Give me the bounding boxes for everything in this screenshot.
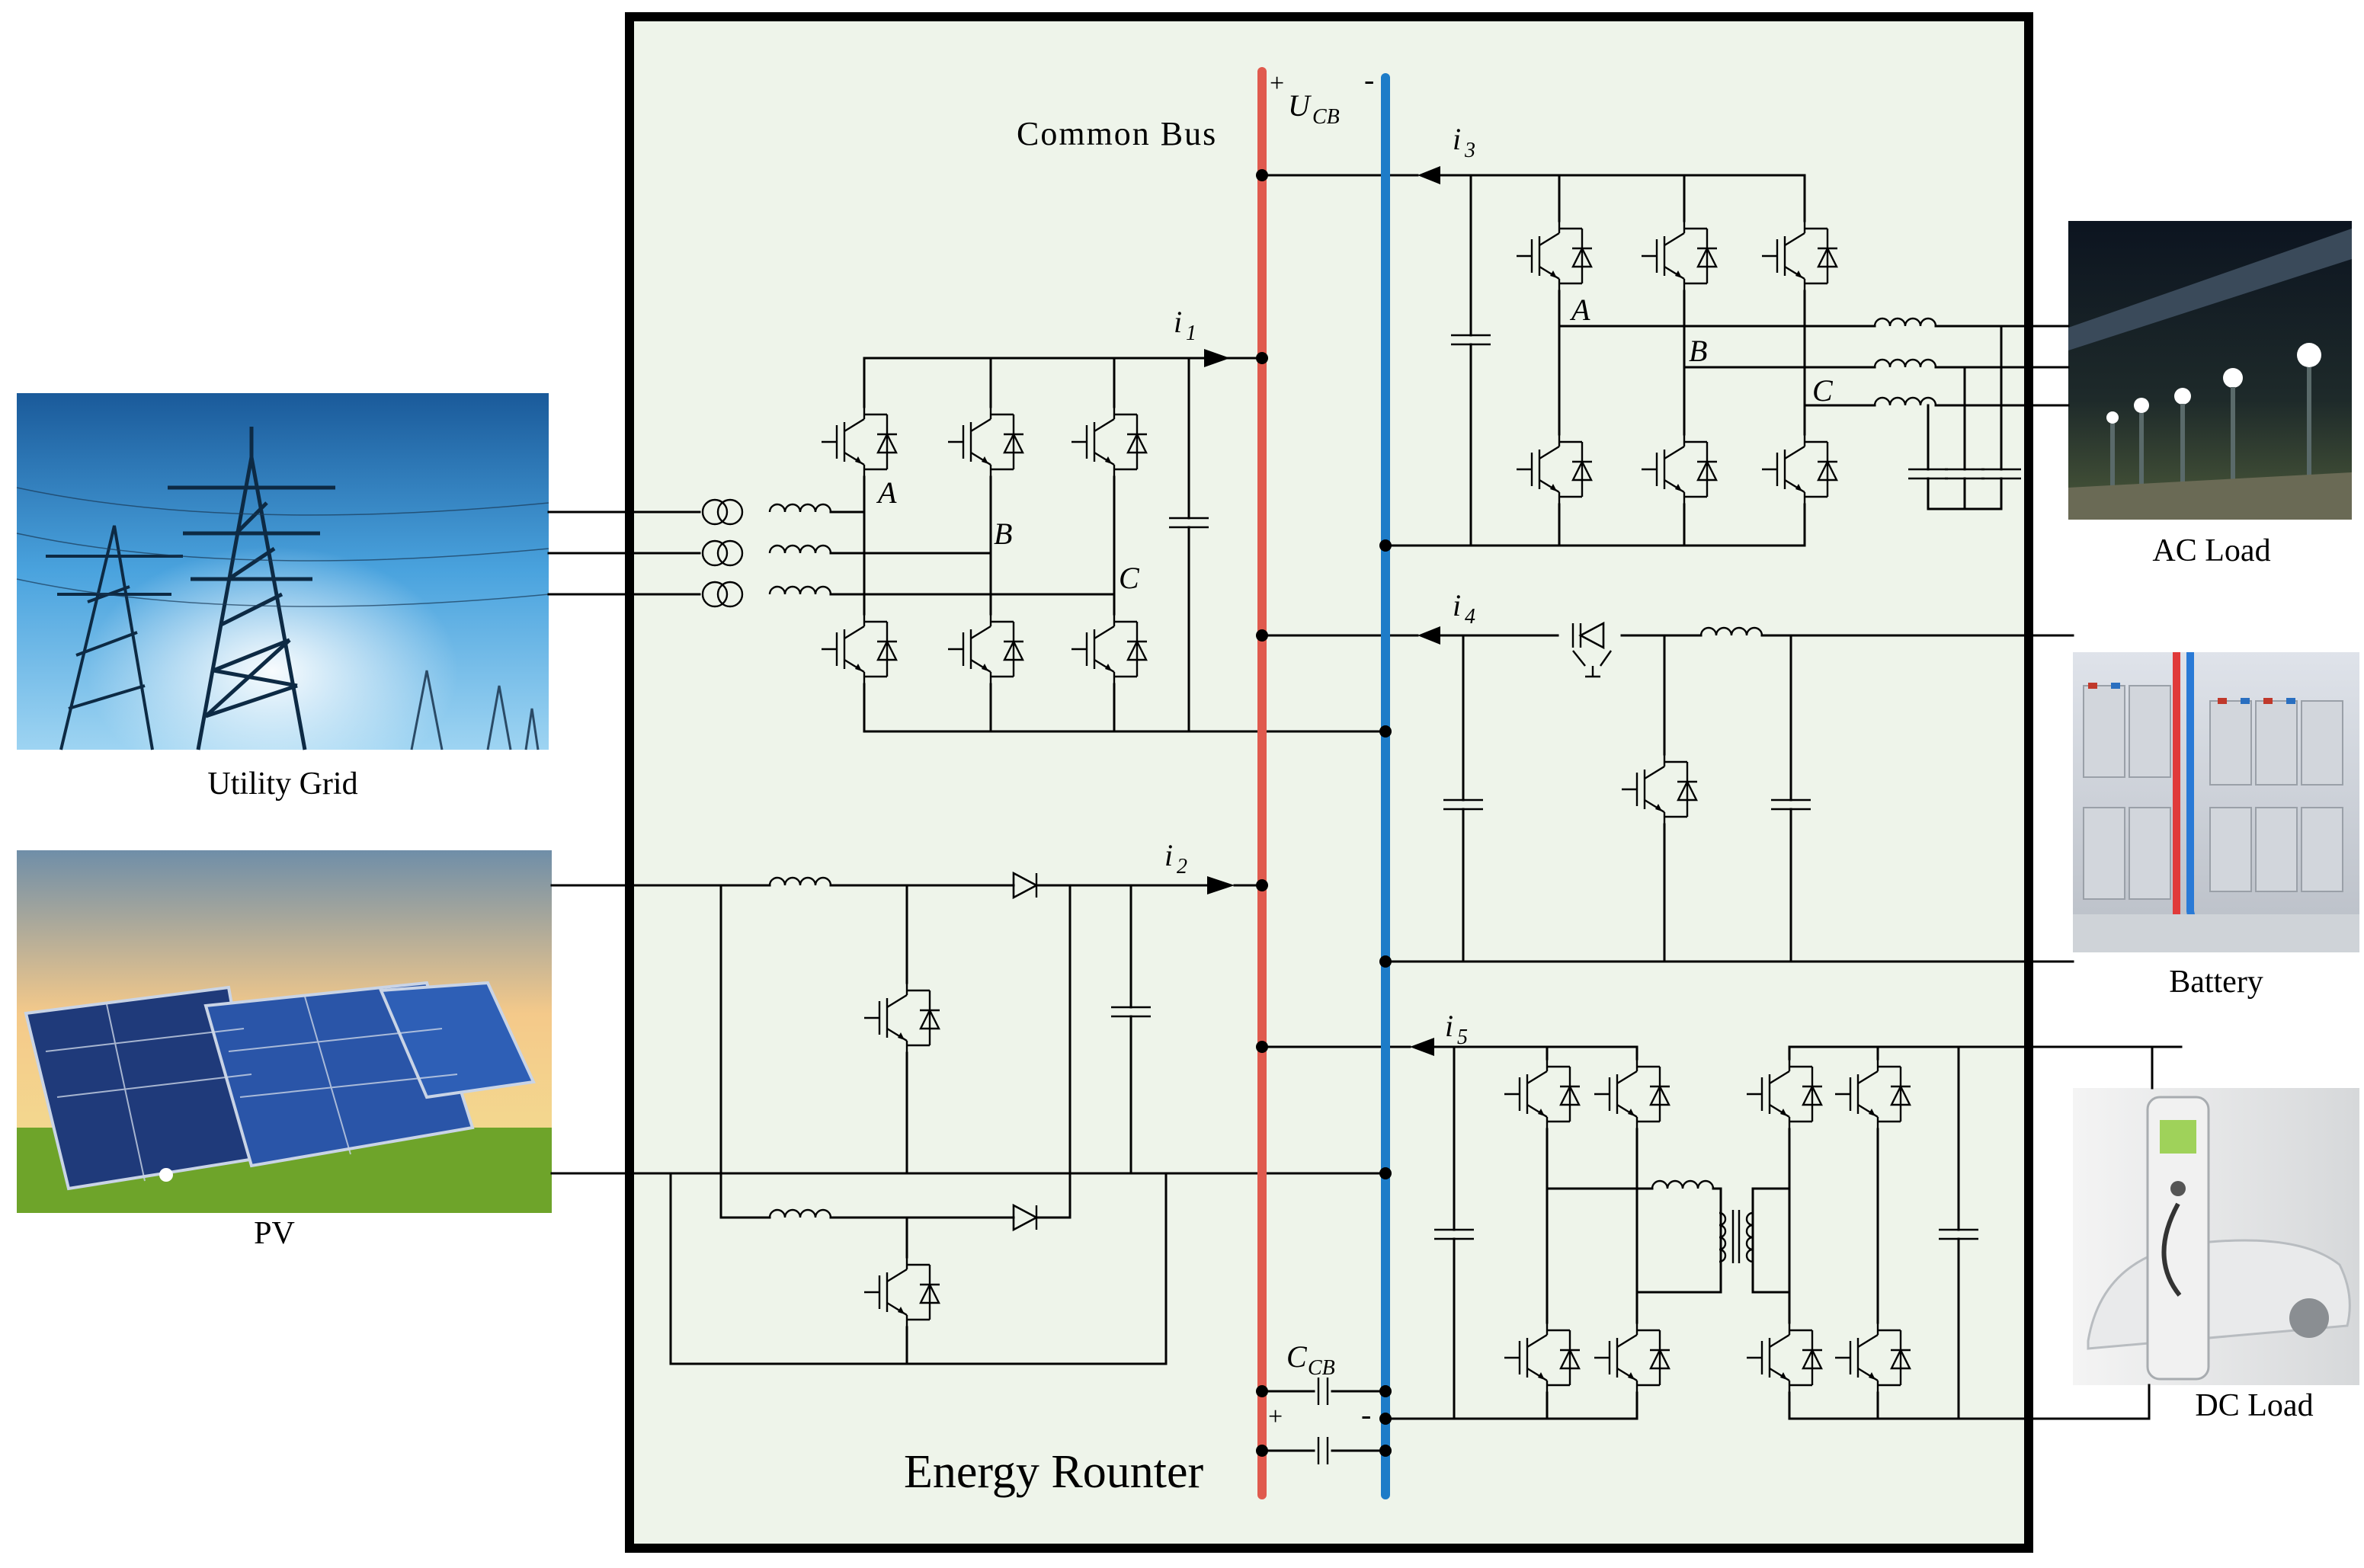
battery-converter [1260,621,2074,963]
dc-load-converter [1260,1038,2183,1420]
ac-load-image [2068,221,2352,520]
energy-router-title: Energy Rounter [904,1446,1204,1498]
bus-cap-minus-sign: - [1361,1397,1371,1432]
bus-plus-sign: + [1270,69,1284,98]
current-i4-subscript: 4 [1465,605,1475,629]
pv-image [17,850,552,1213]
phase-label-a-right: A [1569,293,1590,327]
bus-capacitor-subscript: CB [1308,1356,1335,1380]
phase-label-c-left: C [1119,561,1140,595]
pv-boost-converter [550,872,1387,1365]
utility-grid-caption: Utility Grid [207,766,357,802]
current-i1-symbol: i [1174,305,1182,339]
bus-cap-plus-sign: + [1268,1403,1283,1431]
ac-load-caption: AC Load [2152,533,2270,568]
current-i1-subscript: 1 [1186,322,1196,345]
current-i5-subscript: 5 [1457,1026,1468,1049]
dc-load-caption: DC Load [2195,1388,2313,1423]
current-i5-symbol: i [1445,1009,1453,1043]
battery-image [2073,652,2359,952]
current-i2-symbol: i [1164,838,1173,872]
current-i3-symbol: i [1453,122,1461,156]
phase-label-b-left: B [994,517,1012,551]
bus-voltage-subscript: CB [1312,105,1340,129]
phase-label-a-left: A [876,475,897,510]
current-i4-symbol: i [1453,588,1461,622]
grid-rectifier [547,349,1387,733]
current-i3-subscript: 3 [1464,139,1475,162]
bus-voltage-symbol: U [1288,88,1312,123]
bus-minus-sign: - [1364,62,1374,97]
phase-label-c-right: C [1812,373,1834,408]
energy-router-frame [625,12,2033,1553]
utility-grid-image [16,393,549,750]
bus-capacitors [1260,1378,1387,1464]
phase-label-b-right: B [1689,334,1707,368]
common-bus-label: Common Bus [1017,115,1217,152]
pv-caption: PV [254,1216,295,1251]
dc-load-image [2073,1088,2359,1385]
current-i2-subscript: 2 [1177,855,1187,878]
junction-dots [1256,169,1392,1457]
bus-capacitor-symbol: C [1286,1339,1308,1374]
ac-load-inverter [1260,166,2070,547]
battery-caption: Battery [2169,965,2263,1000]
